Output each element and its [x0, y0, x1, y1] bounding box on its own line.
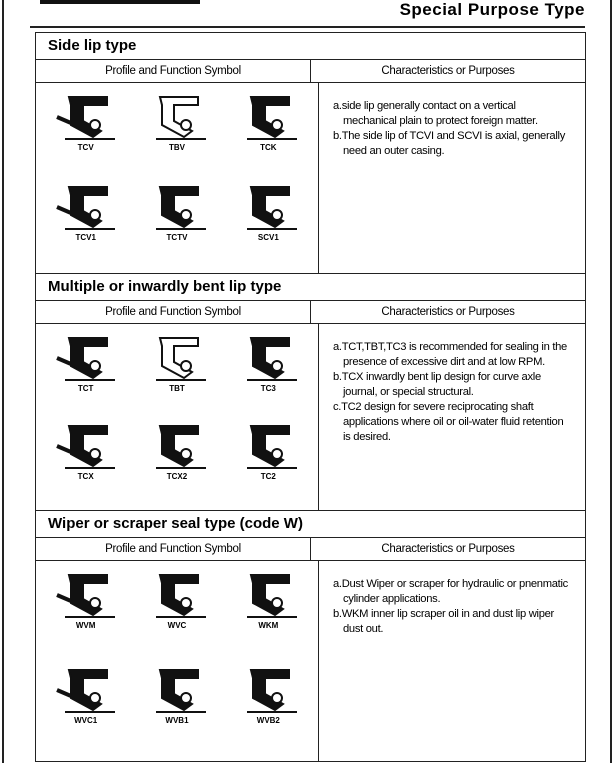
- seal-profile-icon: [40, 569, 131, 621]
- seal-profile-icon: [131, 181, 222, 233]
- profile-code: WVM: [75, 621, 96, 630]
- seal-profile: TC3: [223, 332, 314, 414]
- seal-profile-icon: [40, 420, 131, 472]
- seal-profile: SCV1: [223, 181, 314, 265]
- characteristic-note: a.Dust Wiper or scraper for hydraulic or…: [333, 578, 568, 605]
- seal-profile: TCV: [40, 91, 131, 175]
- column-headers: Profile and Function Symbol Characteristi…: [36, 301, 585, 324]
- seal-profile: WKM: [223, 569, 314, 658]
- seal-profile-icon: [40, 664, 131, 716]
- page-title: Special Purpose Type: [399, 0, 585, 19]
- seal-profile-icon: [223, 332, 314, 384]
- seal-profile-icon: [223, 664, 314, 716]
- seal-profile-icon: [40, 91, 131, 143]
- seal-profile: WVB2: [223, 664, 314, 753]
- profile-code: TCX2: [166, 472, 188, 481]
- profile-code: TBV: [168, 143, 185, 152]
- seal-profile: WVB1: [131, 664, 222, 753]
- profile-code: TCT: [77, 384, 94, 393]
- divider: [30, 26, 585, 28]
- characteristic-note: b.The side lip of TCVI and SCVI is axial…: [333, 130, 565, 157]
- seal-profile-icon: [223, 420, 314, 472]
- section-body: WVM WVC WKM WVC1 WVB1 WVB2 a.Dust Wiper or scr…: [36, 561, 585, 762]
- seal-profile: WVM: [40, 569, 131, 658]
- profile-code: TC2: [260, 472, 276, 481]
- seal-profile: TBT: [131, 332, 222, 414]
- col-profile-header: Profile and Function Symbol: [36, 301, 311, 323]
- characteristics: a.side lip generally contact on a vertic…: [319, 83, 585, 273]
- seal-profile-icon: [223, 181, 314, 233]
- seal-profile-icon: [131, 569, 222, 621]
- profile-code: TBT: [169, 384, 185, 393]
- characteristics: a.TCT,TBT,TC3 is recommended for sealing…: [319, 324, 585, 510]
- seal-profile: TC2: [223, 420, 314, 502]
- seal-profile-icon: [40, 181, 131, 233]
- column-headers: Profile and Function Symbol Characteristi…: [36, 60, 585, 83]
- profile-code: TCX: [77, 472, 94, 481]
- profile-grid: WVM WVC WKM WVC1 WVB1 WVB2: [36, 561, 319, 761]
- seal-profile-icon: [40, 332, 131, 384]
- profile-code: WKM: [258, 621, 279, 630]
- profile-code: TCTV: [166, 233, 188, 242]
- characteristic-note: c.TC2 design for severe reciprocating sh…: [333, 401, 564, 443]
- seal-types-table: Side lip type Profile and Function Symbo…: [35, 32, 586, 762]
- col-profile-header: Profile and Function Symbol: [36, 538, 311, 560]
- col-characteristics-header: Characteristics or Purposes: [381, 306, 515, 318]
- characteristic-note: b.WKM inner lip scraper oil in and dust …: [333, 608, 554, 635]
- seal-profile-icon: [223, 569, 314, 621]
- col-characteristics-header: Characteristics or Purposes: [381, 543, 515, 555]
- seal-profile-icon: [131, 91, 222, 143]
- seal-profile: TCX2: [131, 420, 222, 502]
- seal-profile: TBV: [131, 91, 222, 175]
- profile-code: WVC: [167, 621, 187, 630]
- profile-code: WVC1: [74, 716, 98, 725]
- profile-code: TCV: [77, 143, 94, 152]
- seal-profile-icon: [131, 420, 222, 472]
- column-headers: Profile and Function Symbol Characteristi…: [36, 538, 585, 561]
- section-title: Wiper or scraper seal type (code W): [36, 511, 585, 538]
- characteristics: a.Dust Wiper or scraper for hydraulic or…: [319, 561, 585, 761]
- logo-block: [40, 0, 200, 4]
- seal-profile-icon: [131, 332, 222, 384]
- profile-code: TC3: [260, 384, 276, 393]
- seal-profile-icon: [131, 664, 222, 716]
- characteristic-note: b.TCX inwardly bent lip design for curve…: [333, 371, 541, 398]
- profile-grid: TCV TBV TCK TCV1 TCTV SCV1: [36, 83, 319, 273]
- section-body: TCV TBV TCK TCV1 TCTV SCV1 a.side lip generall…: [36, 83, 585, 274]
- section-title: Multiple or inwardly bent lip type: [36, 274, 585, 301]
- seal-profile: TCT: [40, 332, 131, 414]
- characteristic-note: a.side lip generally contact on a vertic…: [333, 100, 538, 127]
- seal-profile-icon: [223, 91, 314, 143]
- seal-profile: TCTV: [131, 181, 222, 265]
- seal-profile: WVC1: [40, 664, 131, 753]
- seal-profile: TCX: [40, 420, 131, 502]
- section-title: Side lip type: [36, 33, 585, 60]
- profile-code: WVB2: [256, 716, 280, 725]
- profile-code: TCK: [260, 143, 277, 152]
- profile-code: TCV1: [75, 233, 96, 242]
- seal-profile: TCK: [223, 91, 314, 175]
- col-characteristics-header: Characteristics or Purposes: [381, 65, 515, 77]
- profile-code: WVB1: [165, 716, 189, 725]
- col-profile-header: Profile and Function Symbol: [36, 60, 311, 82]
- characteristic-note: a.TCT,TBT,TC3 is recommended for sealing…: [333, 341, 567, 368]
- profile-code: SCV1: [257, 233, 279, 242]
- seal-profile: WVC: [131, 569, 222, 658]
- seal-profile: TCV1: [40, 181, 131, 265]
